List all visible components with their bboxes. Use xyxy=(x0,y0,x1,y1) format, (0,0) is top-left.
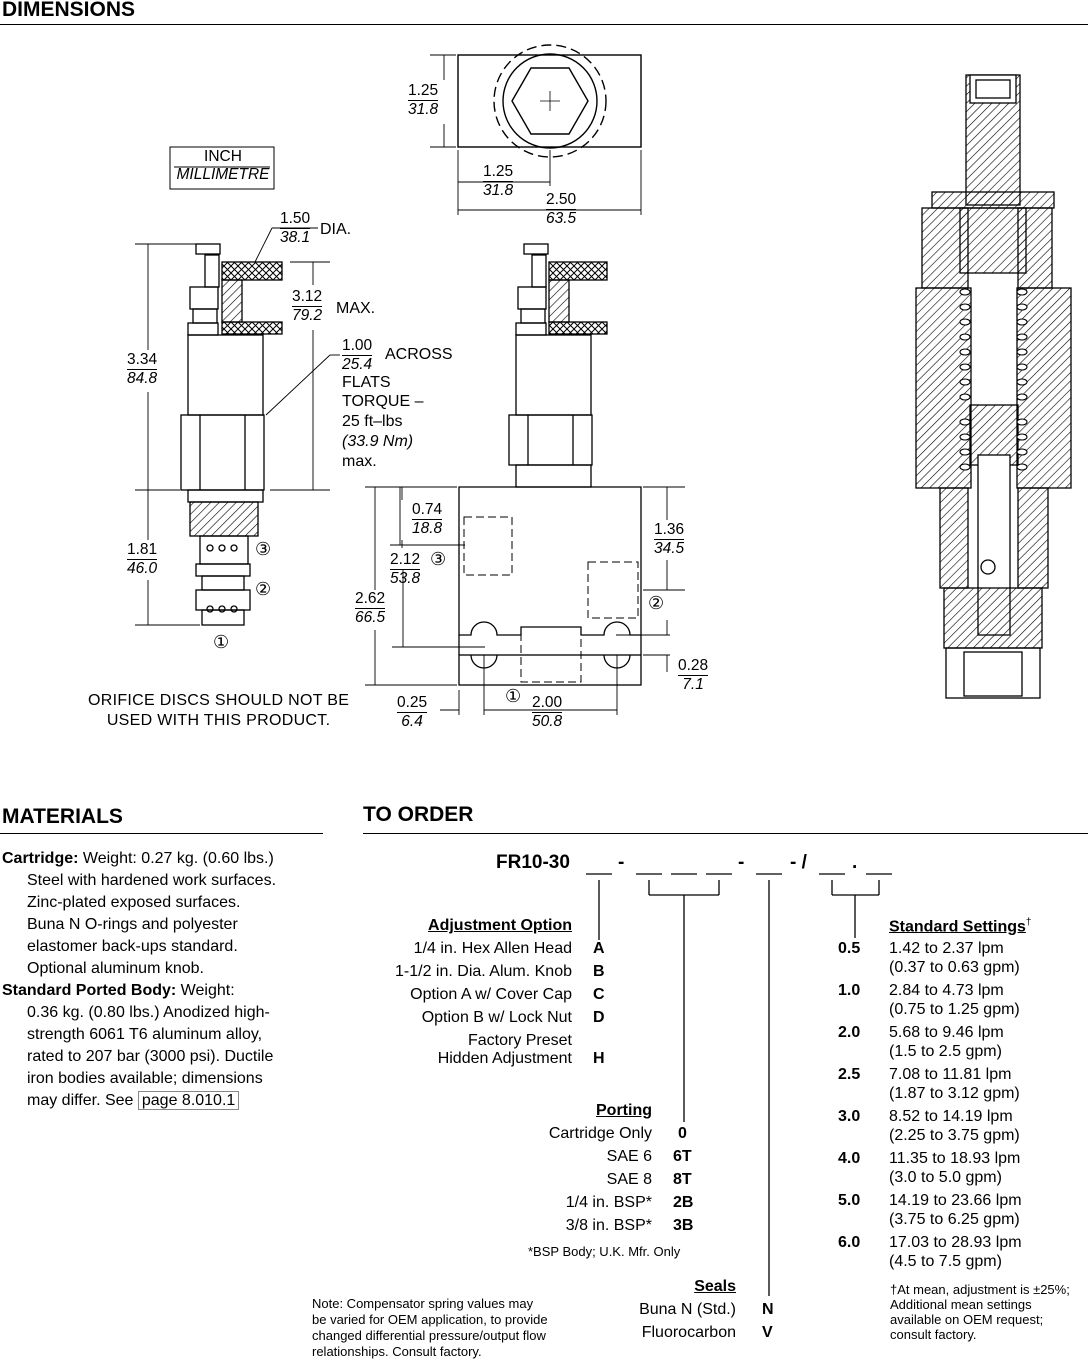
port-2-label: ② xyxy=(255,579,272,599)
materials-rule xyxy=(0,833,323,834)
materials-body: Cartridge: Weight: 0.27 kg. (0.60 lbs.) … xyxy=(2,850,277,1110)
dim-d7-suffix2: FLATS xyxy=(342,374,391,391)
settings-footnote: †At mean, adjustment is ±25%; Additional… xyxy=(890,1282,1070,1342)
porting-code-8t: 8T xyxy=(673,1171,692,1188)
adjustment-code-h: H xyxy=(593,1050,605,1067)
code-sep-1: - xyxy=(618,852,625,873)
section-rule xyxy=(0,24,1088,25)
port-3-body-label: ③ xyxy=(430,549,447,569)
port-3-label: ③ xyxy=(255,539,272,559)
body-assembly xyxy=(458,243,642,686)
porting-item-0: Cartridge Only xyxy=(548,1125,652,1142)
adjustment-code-d: D xyxy=(593,1009,605,1026)
torque-note: TORQUE – 25 ft–lbs (33.9 Nm) max. xyxy=(342,393,424,470)
port-2-body-label: ② xyxy=(648,593,665,613)
porting-item-8t: SAE 8 xyxy=(606,1171,652,1188)
units-legend-box xyxy=(169,146,275,190)
porting-item-6t: SAE 6 xyxy=(606,1148,652,1165)
porting-code-0: 0 xyxy=(678,1125,687,1142)
adjustment-item-h-2: Hidden Adjustment xyxy=(437,1050,572,1067)
units-legend: INCH MILLIMETRE xyxy=(176,148,270,183)
section-title-materials: MATERIALS xyxy=(2,805,123,828)
top-view-dims xyxy=(430,54,642,215)
porting-code-6t: 6T xyxy=(673,1148,692,1165)
dimension-drawings xyxy=(135,44,1072,715)
porting-item-2b: 1/4 in. BSP* xyxy=(565,1194,652,1211)
top-view xyxy=(457,44,642,158)
model-code: FR10-30 xyxy=(496,852,570,873)
porting-item-3b: 3/8 in. BSP* xyxy=(565,1217,652,1234)
to-order-rule xyxy=(363,833,1088,834)
adjustment-item-d: Option B w/ Lock Nut xyxy=(421,1009,572,1026)
code-sep-3: - / xyxy=(790,852,807,873)
section-title-to-order: TO ORDER xyxy=(363,803,474,826)
porting-footnote: *BSP Body; U.K. Mfr. Only xyxy=(528,1244,681,1259)
dim-d4-suffix: DIA. xyxy=(320,221,352,238)
settings-title: Standard Settings† xyxy=(889,917,1032,936)
code-sep-4: . xyxy=(852,852,858,873)
porting-title: Porting xyxy=(596,1102,652,1119)
adjustment-item-h: Factory Preset xyxy=(467,1032,572,1049)
section-title-dimensions: DIMENSIONS xyxy=(2,0,136,21)
seals-item-n: Buna N (Std.) xyxy=(639,1301,736,1318)
porting-code-2b: 2B xyxy=(673,1194,694,1211)
adjustment-title: Adjustment Option xyxy=(428,917,572,934)
adjustment-item-b: 1-1/2 in. Dia. Alum. Knob xyxy=(395,963,572,980)
compensator-note: Note: Compensator spring values may be v… xyxy=(312,1296,548,1359)
dim-d7-suffix: ACROSS xyxy=(385,346,453,363)
left-cartridge-dims xyxy=(135,227,340,626)
adjustment-item-c: Option A w/ Cover Cap xyxy=(410,986,572,1003)
code-sep-2: - xyxy=(738,852,745,873)
adjustment-code-c: C xyxy=(593,986,605,1003)
section-view xyxy=(915,74,1072,699)
porting-code-3b: 3B xyxy=(673,1217,694,1234)
adjustment-item-a: 1/4 in. Hex Allen Head xyxy=(413,940,572,957)
port-1-body-label: ① xyxy=(505,686,522,706)
port-1-label: ① xyxy=(213,632,230,652)
adjustment-code-b: B xyxy=(593,963,605,980)
orifice-note: ORIFICE DISCS SHOULD NOT BE USED WITH TH… xyxy=(88,692,350,729)
seals-title: Seals xyxy=(694,1278,736,1295)
left-cartridge xyxy=(180,243,283,626)
seals-item-v: Fluorocarbon xyxy=(641,1324,736,1341)
seals-code-n: N xyxy=(762,1301,774,1318)
dim-d5-suffix: MAX. xyxy=(336,300,376,317)
body-dims xyxy=(365,486,685,715)
section-spring xyxy=(959,288,1028,471)
page-link[interactable]: page 8.010.1 xyxy=(137,1091,240,1110)
seals-code-v: V xyxy=(762,1324,773,1341)
adjustment-code-a: A xyxy=(593,940,605,957)
